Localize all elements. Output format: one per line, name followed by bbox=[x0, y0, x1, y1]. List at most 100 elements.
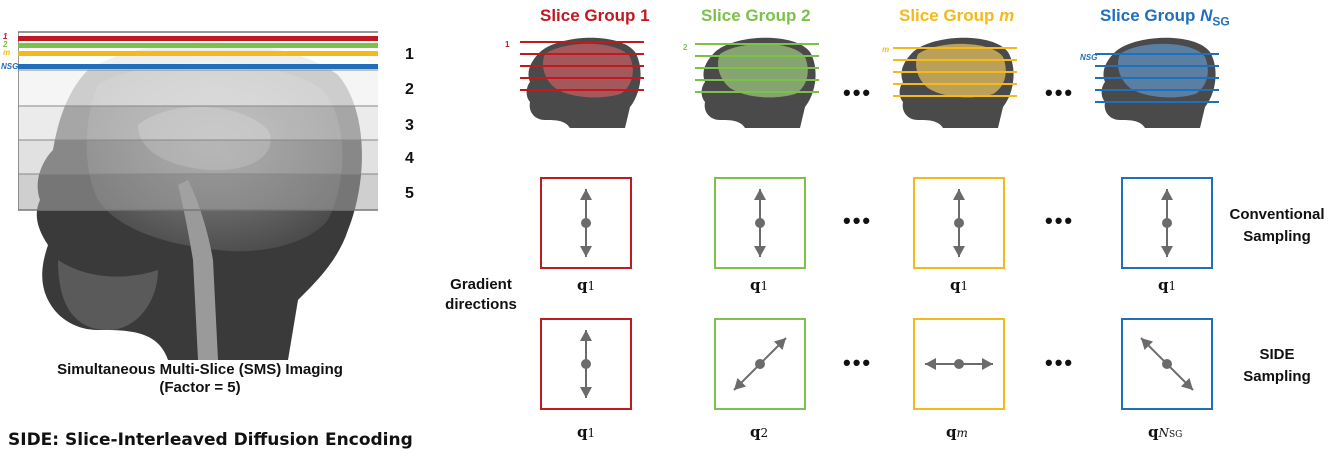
ellipsis-thumbs-2: ••• bbox=[1045, 80, 1075, 105]
arrow-head bbox=[754, 246, 766, 257]
arrow-head bbox=[953, 246, 965, 257]
head-thumb-nsg bbox=[1095, 32, 1219, 129]
arrow-head bbox=[925, 358, 936, 370]
ellipsis-thumbs-1: ••• bbox=[843, 80, 873, 105]
q-symbol: q bbox=[750, 423, 761, 441]
conv-box-nsg bbox=[1121, 177, 1213, 269]
arrow-head bbox=[580, 387, 592, 398]
conv-q-1: q1 bbox=[577, 276, 595, 295]
conv-q-nsg: q1 bbox=[1158, 276, 1176, 295]
side-q-1: q1 bbox=[577, 423, 595, 442]
brain-region bbox=[718, 43, 808, 98]
slice-label-1: 1 bbox=[405, 46, 414, 63]
q-symbol: q bbox=[750, 276, 761, 294]
arrow-head bbox=[773, 338, 786, 351]
gradient-line1: Gradient bbox=[450, 276, 512, 293]
footer-title: SIDE: Slice-Interleaved Diffusion Encodi… bbox=[8, 430, 413, 450]
q-subscript: 1 bbox=[587, 279, 596, 293]
brain-region bbox=[1118, 43, 1208, 98]
slice-label-5: 5 bbox=[405, 185, 414, 202]
gradient-arrow-vertical bbox=[1161, 189, 1173, 257]
conventional-sampling-label: Conventional Sampling bbox=[1222, 204, 1332, 248]
slice-label-3: 3 bbox=[405, 117, 414, 134]
slice-label-2: 2 bbox=[405, 81, 414, 98]
q-subscript: 1 bbox=[760, 279, 769, 293]
arrow-head bbox=[580, 246, 592, 257]
q-subscript: 1 bbox=[960, 279, 969, 293]
sms-caption-line1: Simultaneous Multi-Slice (SMS) Imaging bbox=[57, 361, 343, 378]
arrow-head bbox=[1141, 338, 1154, 351]
gradient-arrow-diagonal-down bbox=[1140, 337, 1194, 391]
arrow-head bbox=[734, 377, 747, 390]
side-q-2: q2 bbox=[750, 423, 768, 442]
group-mark-nsg: NSG bbox=[1, 62, 19, 71]
group-title-m-main: Slice Group bbox=[899, 6, 1000, 25]
arrow-head bbox=[982, 358, 993, 370]
group-mark-1: 1 bbox=[3, 32, 8, 41]
group-title-1: Slice Group 1 bbox=[540, 6, 650, 25]
group-mark-2: 2 bbox=[3, 40, 8, 49]
sms-caption-line2: (Factor = 5) bbox=[159, 379, 241, 396]
group-tint bbox=[718, 43, 808, 98]
arrow-head bbox=[1161, 246, 1173, 257]
q-symbol: q bbox=[577, 276, 588, 294]
head-thumb-svg bbox=[520, 37, 644, 129]
side-box-nsg bbox=[1121, 318, 1213, 410]
q-symbol: q bbox=[1158, 276, 1169, 294]
gradient-line2: directions bbox=[445, 296, 517, 313]
arrow-center-dot bbox=[954, 218, 964, 228]
q-subscript: m bbox=[956, 426, 968, 440]
gradient-directions-label: Gradient directions bbox=[436, 275, 526, 315]
ellipsis-conv-2: ••• bbox=[1045, 208, 1075, 233]
arrow-head bbox=[1180, 377, 1193, 390]
head-thumb-svg bbox=[695, 37, 819, 129]
ellipsis-conv-1: ••• bbox=[843, 208, 873, 233]
ellipsis-side-1: ••• bbox=[843, 350, 873, 375]
arrow-center-dot bbox=[1162, 359, 1172, 369]
arrow-center-dot bbox=[581, 218, 591, 228]
head-thumb-svg bbox=[1095, 37, 1219, 129]
gradient-arrow-vertical bbox=[580, 330, 592, 398]
side-q-nsg: qNSG bbox=[1148, 423, 1182, 442]
thumb-mark-m: m bbox=[882, 45, 890, 54]
conventional-line2: Sampling bbox=[1243, 228, 1311, 245]
q-symbol: q bbox=[950, 276, 961, 294]
gradient-arrow-vertical bbox=[580, 189, 592, 257]
arrow-head bbox=[1161, 189, 1173, 200]
conventional-line1: Conventional bbox=[1229, 206, 1325, 223]
group-tint bbox=[1118, 43, 1208, 98]
thumb-mark-nsg: NSG bbox=[1080, 53, 1098, 62]
group-title-m-ital: m bbox=[999, 6, 1015, 25]
thumb-mark-2: 2 bbox=[683, 43, 688, 52]
arrow-center-dot bbox=[755, 218, 765, 228]
arrow-center-dot bbox=[581, 359, 591, 369]
arrow-center-dot bbox=[954, 359, 964, 369]
side-line2: Sampling bbox=[1243, 368, 1311, 385]
group-title-nsg-main: Slice Group bbox=[1100, 6, 1201, 25]
sms-caption: Simultaneous Multi-Slice (SMS) Imaging (… bbox=[20, 361, 380, 397]
head-thumb-m bbox=[893, 32, 1017, 129]
side-box-1 bbox=[540, 318, 632, 410]
group-title-m: Slice Group m bbox=[899, 6, 1014, 26]
arrow-head bbox=[953, 189, 965, 200]
conv-box-m bbox=[913, 177, 1005, 269]
group-title-nsg-sub: SG bbox=[1212, 14, 1230, 29]
arrow-head bbox=[580, 330, 592, 341]
q-subscript: 1 bbox=[1168, 279, 1177, 293]
conv-box-2 bbox=[714, 177, 806, 269]
gradient-arrow-horizontal bbox=[925, 358, 993, 370]
group-title-2: Slice Group 2 bbox=[701, 6, 811, 25]
thumb-mark-1: 1 bbox=[505, 40, 510, 49]
slice-label-4: 4 bbox=[405, 150, 414, 167]
q-subscript: 1 bbox=[587, 426, 596, 440]
group-title-nsg-ital: N bbox=[1200, 6, 1213, 25]
group-mark-m: m bbox=[3, 48, 11, 57]
q-symbol: q bbox=[577, 423, 588, 441]
conv-box-1 bbox=[540, 177, 632, 269]
gradient-arrow-vertical bbox=[953, 189, 965, 257]
arrow-center-dot bbox=[1162, 218, 1172, 228]
side-line1: SIDE bbox=[1259, 346, 1295, 363]
brain-region bbox=[543, 43, 633, 98]
side-sampling-label: SIDE Sampling bbox=[1222, 344, 1332, 388]
conv-q-2: q1 bbox=[750, 276, 768, 295]
